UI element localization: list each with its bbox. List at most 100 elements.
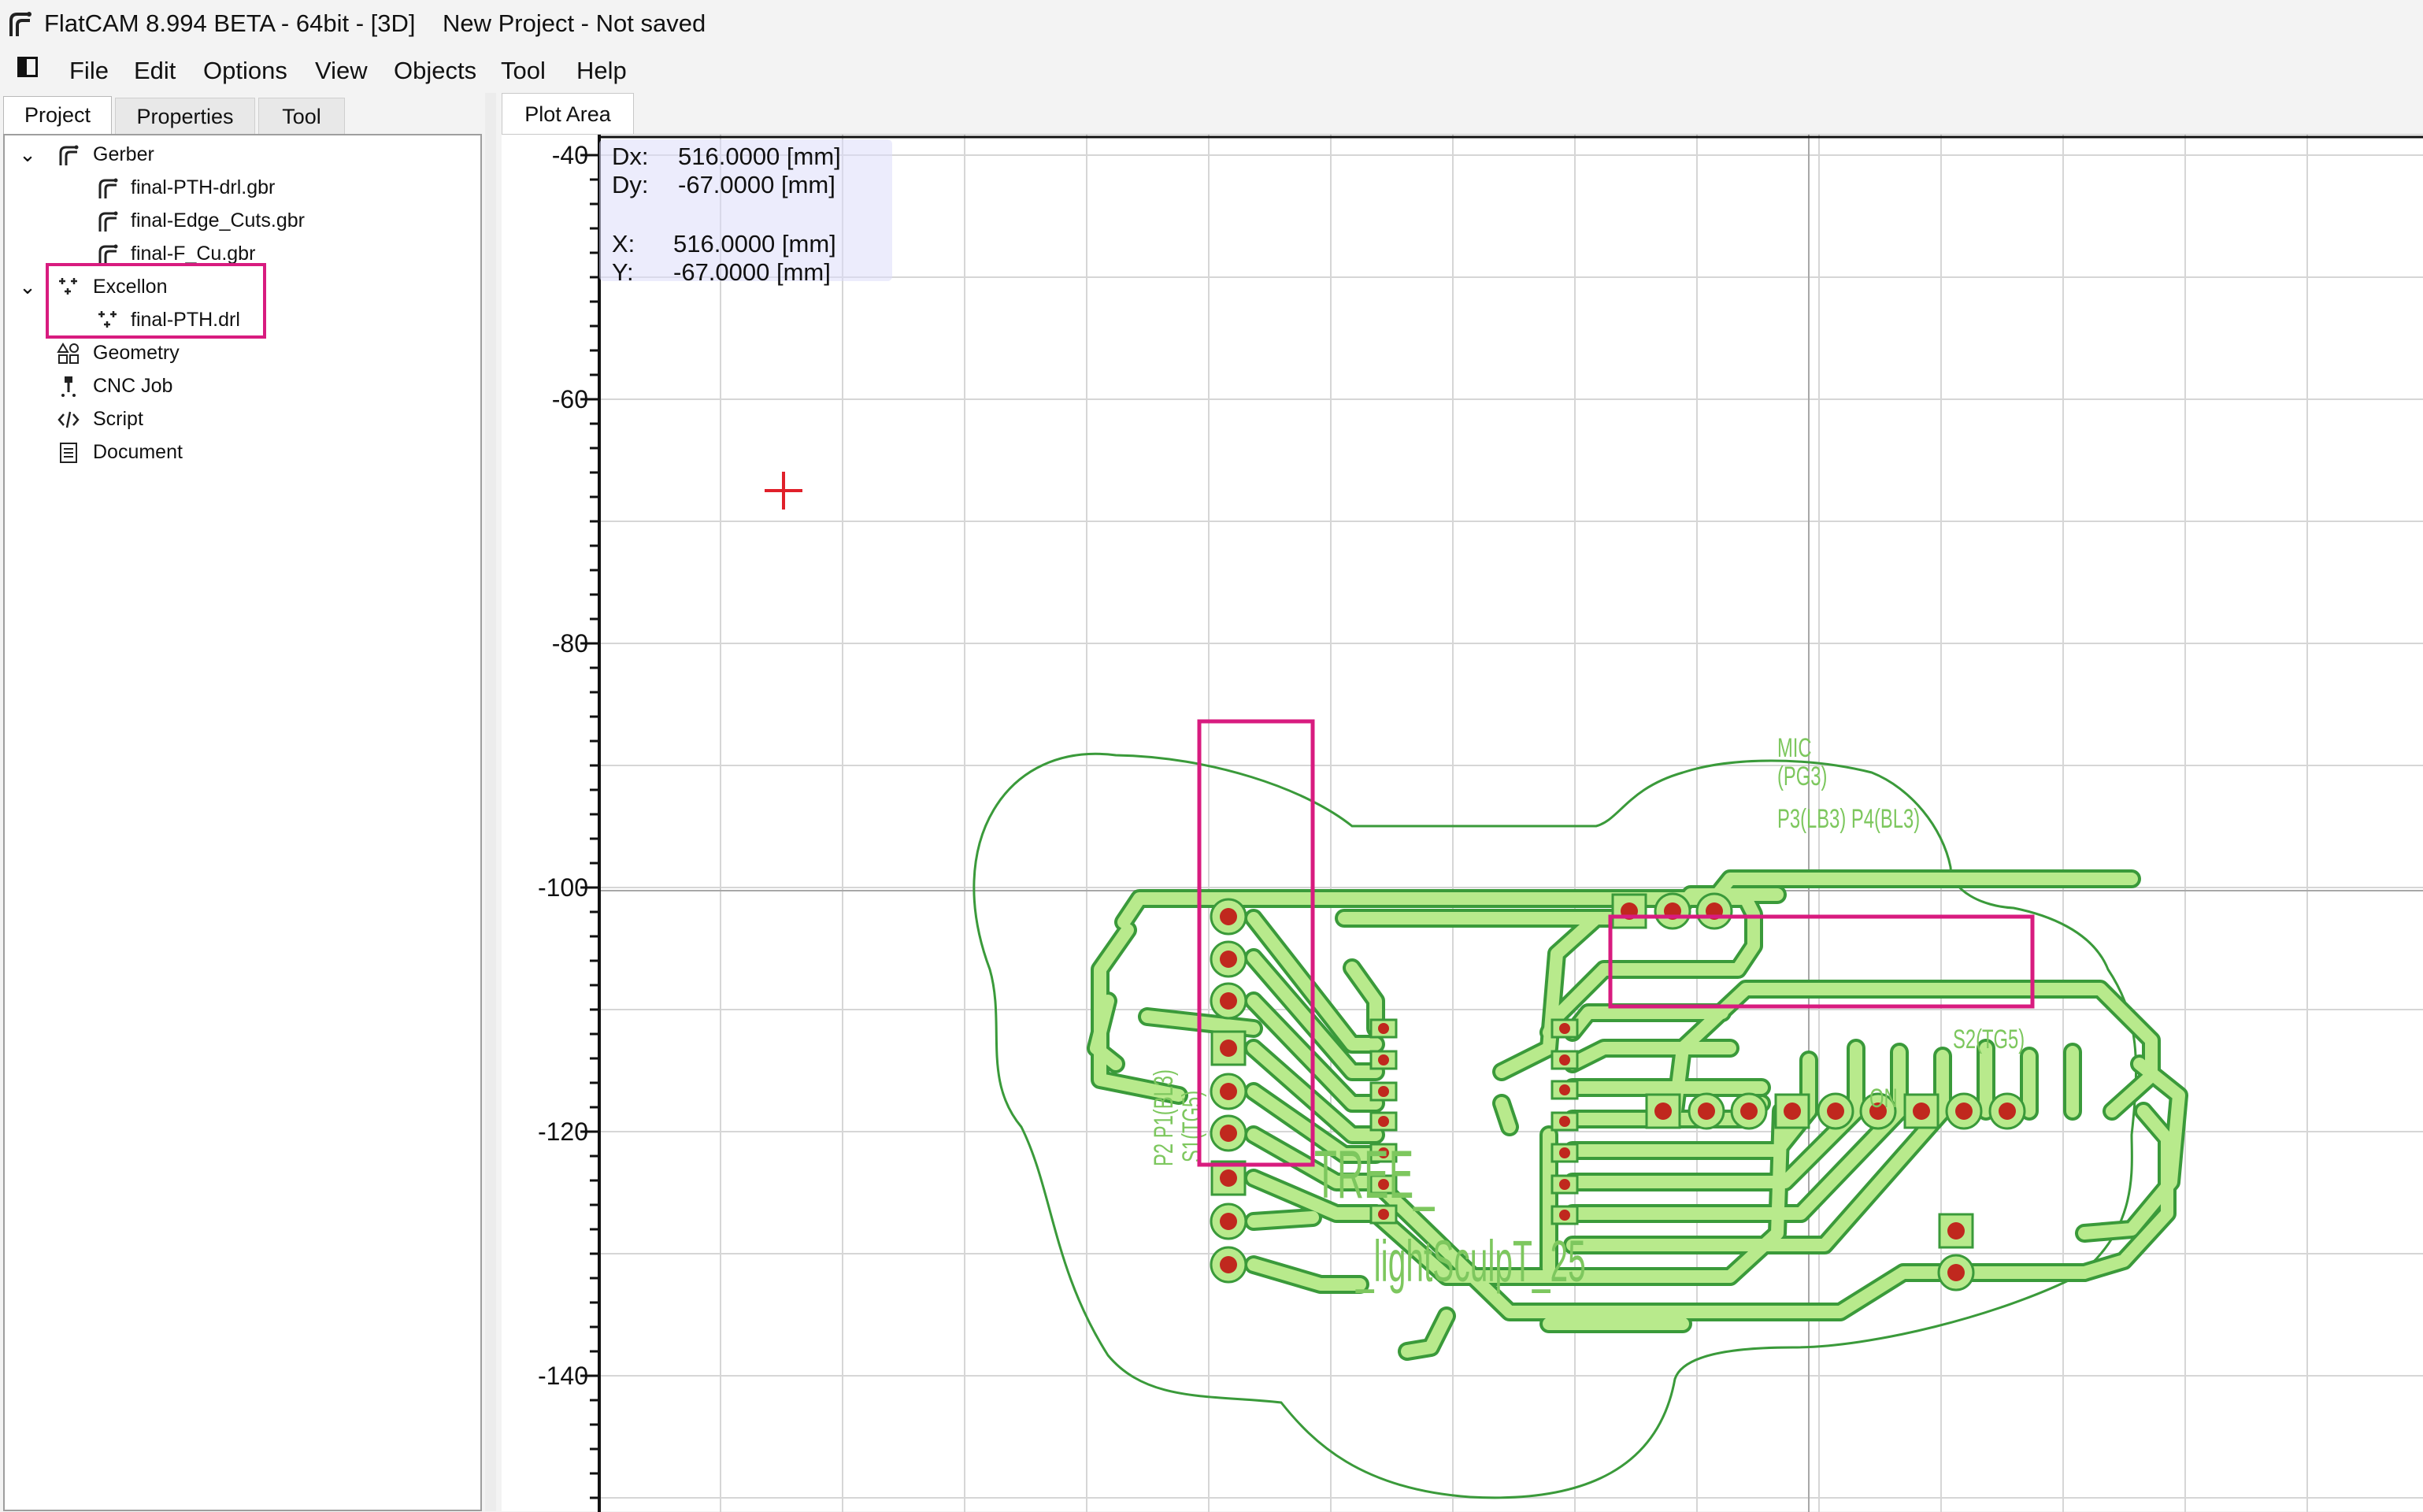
crosshair-cursor-icon xyxy=(765,472,802,510)
tree-label-document: Document xyxy=(93,441,183,463)
plot-canvas[interactable]: MIC (PG3) P3(LB3) P4(BL3) S2(TG5) ON P2 … xyxy=(502,135,2423,1512)
pcb-smd-pad xyxy=(1550,1050,1579,1070)
tree-item-final-f-cu-gbr[interactable]: final-F_Cu.gbr xyxy=(55,238,370,269)
pad-drill-hole xyxy=(1559,1084,1570,1095)
pcb-pad xyxy=(1210,1203,1247,1240)
panel-splitter[interactable] xyxy=(485,93,496,1511)
plot-area[interactable]: MIC (PG3) P3(LB3) P4(BL3) S2(TG5) ON P2 … xyxy=(502,134,2423,1512)
pad-drill-hole xyxy=(1654,1102,1672,1120)
excellon-drill-icon xyxy=(59,278,77,295)
chevron-down-icon[interactable]: ⌄ xyxy=(19,275,36,298)
pad-drill-hole xyxy=(1947,1264,1965,1281)
pcb-smd-pad xyxy=(1369,1174,1398,1195)
pad-drill-hole xyxy=(1559,1210,1570,1221)
y-tick-label: -40 xyxy=(551,141,588,169)
pad-drill-hole xyxy=(1220,1040,1237,1057)
tree-group-gerber[interactable]: ⌄ Gerber xyxy=(16,139,331,170)
highlight-box-right-header xyxy=(1608,914,2035,1009)
menu-edit[interactable]: Edit xyxy=(134,57,176,84)
pcb-smd-pad xyxy=(1550,1143,1579,1163)
pcb-label-pg3: (PG3) xyxy=(1777,762,1827,791)
geometry-shapes-icon xyxy=(57,343,79,364)
pad-drill-hole xyxy=(1947,1222,1965,1240)
pcb-pad xyxy=(1210,898,1247,936)
tab-tool[interactable]: Tool xyxy=(258,98,345,134)
x-value: 516.0000 [mm] xyxy=(673,230,836,258)
pad-drill-hole xyxy=(1220,951,1237,968)
tree-label-script: Script xyxy=(93,408,143,430)
cnc-mill-icon xyxy=(61,376,76,397)
pcb-pads xyxy=(1210,892,2026,1292)
tree-group-cnc-job[interactable]: CNC Job xyxy=(16,370,331,402)
tree-group-script[interactable]: Script xyxy=(16,403,331,435)
pad-drill-hole xyxy=(1559,1147,1570,1158)
pcb-smd-pad xyxy=(1369,1204,1398,1225)
pcb-pad xyxy=(1695,892,1733,930)
pad-drill-hole xyxy=(1378,1209,1389,1220)
pcb-pad xyxy=(1730,1092,1768,1130)
menu-view[interactable]: View xyxy=(315,57,368,84)
pad-drill-hole xyxy=(1913,1102,1930,1120)
pad-drill-hole xyxy=(1378,1116,1389,1127)
menu-bar: File Edit Options View Objects Tool Help xyxy=(0,47,2423,93)
pad-drill-hole xyxy=(1999,1102,2016,1120)
gerber-file-icon xyxy=(98,178,118,198)
pcb-smd-pad xyxy=(1369,1143,1398,1163)
pcb-pad xyxy=(1988,1092,2026,1130)
board-outline xyxy=(973,752,2138,1499)
pad-drill-hole xyxy=(1740,1102,1758,1120)
tree-label-geometry: Geometry xyxy=(93,342,180,364)
pad-drill-hole xyxy=(1955,1102,1973,1120)
pcb-pad xyxy=(1210,940,1247,978)
tree-item-final-pth-drl[interactable]: final-PTH.drl xyxy=(55,304,370,335)
pcb-smd-pad xyxy=(1550,1018,1579,1039)
tree-group-geometry[interactable]: Geometry xyxy=(16,337,331,369)
window-title: FlatCAM 8.994 BETA - 64bit - [3D] New Pr… xyxy=(44,9,706,37)
pcb-pad xyxy=(1210,1246,1247,1284)
pcb-pad xyxy=(1210,1114,1247,1152)
pad-drill-hole xyxy=(1220,1169,1237,1187)
pcb-pad xyxy=(1611,893,1647,929)
tree-group-document[interactable]: Document xyxy=(16,436,331,468)
pcb-pad xyxy=(1210,1073,1247,1110)
menu-help[interactable]: Help xyxy=(576,57,627,84)
pad-drill-hole xyxy=(1220,1083,1237,1100)
pcb-label-p3-p4: P3(LB3) P4(BL3) xyxy=(1777,804,1920,834)
chevron-down-icon[interactable]: ⌄ xyxy=(19,143,36,166)
tree-item-label: final-PTH.drl xyxy=(131,309,240,331)
pcb-smd-pad xyxy=(1550,1080,1579,1100)
gerber-icon xyxy=(59,145,79,165)
tree-label-cnc-job: CNC Job xyxy=(93,375,173,397)
sidebar-toggle-icon[interactable] xyxy=(17,57,38,77)
pad-drill-hole xyxy=(1378,1147,1389,1158)
menu-objects[interactable]: Objects xyxy=(394,57,477,84)
y-label: Y: xyxy=(612,258,634,286)
menu-options[interactable]: Options xyxy=(203,57,287,84)
pcb-pad xyxy=(1210,982,1247,1020)
pad-drill-hole xyxy=(1559,1054,1570,1065)
menu-file[interactable]: File xyxy=(69,57,109,84)
tree-group-excellon[interactable]: ⌄ Excellon xyxy=(16,271,331,302)
tab-plot-area[interactable]: Plot Area xyxy=(502,93,634,134)
dx-value: 516.0000 [mm] xyxy=(678,143,841,170)
pcb-smd-pad xyxy=(1369,1050,1398,1070)
pad-drill-hole xyxy=(1378,1023,1389,1034)
tree-item-final-edge-cuts-gbr[interactable]: final-Edge_Cuts.gbr xyxy=(55,205,370,236)
menu-tool[interactable]: Tool xyxy=(501,57,546,84)
pcb-pad xyxy=(1774,1093,1810,1129)
pad-drill-hole xyxy=(1559,1116,1570,1127)
pad-drill-hole xyxy=(1698,1102,1715,1120)
dy-value: -67.0000 [mm] xyxy=(678,171,835,198)
project-tree: ⌄ Gerber final-PTH-drl.gbr final-Edge_Cu… xyxy=(3,134,482,1511)
document-icon xyxy=(60,443,77,463)
pcb-label-mic: MIC xyxy=(1777,733,1812,763)
tab-properties[interactable]: Properties xyxy=(115,98,255,134)
tree-item-final-pth-drl-gbr[interactable]: final-PTH-drl.gbr xyxy=(55,172,370,203)
coordinate-readout: Dx: 516.0000 [mm] Dy: -67.0000 [mm] X: 5… xyxy=(599,139,892,286)
tree-item-label: final-Edge_Cuts.gbr xyxy=(131,209,305,232)
tab-project[interactable]: Project xyxy=(3,96,112,134)
pad-drill-hole xyxy=(1559,1023,1570,1034)
pcb-smd-pad xyxy=(1369,1081,1398,1102)
pcb-pad xyxy=(1210,1030,1247,1066)
pad-drill-hole xyxy=(1784,1102,1801,1120)
